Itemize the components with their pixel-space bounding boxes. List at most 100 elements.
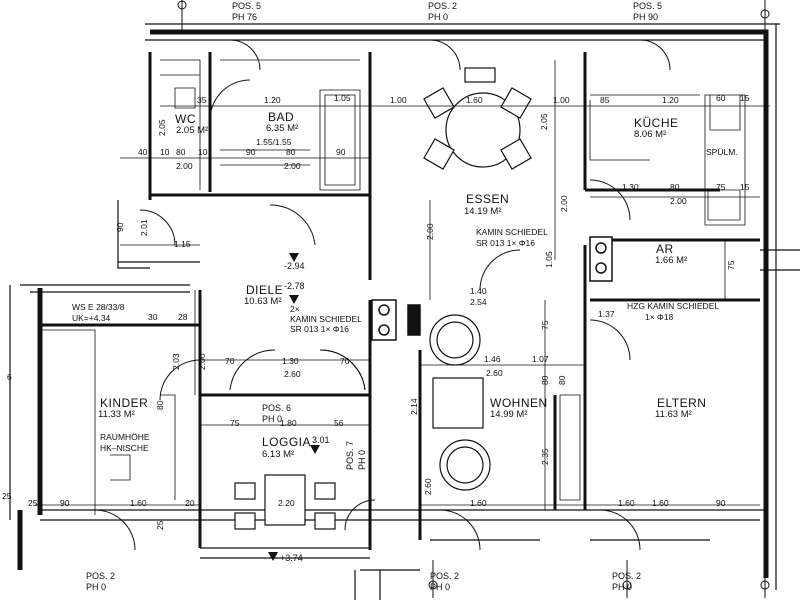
dim-label: 75 [726, 260, 736, 270]
ph-label-top-left: PH 76 [232, 12, 258, 22]
dim-label: 1.30 [282, 356, 299, 366]
dim-label: 80 [286, 147, 296, 157]
note-uk: UK=+4.34 [72, 313, 111, 323]
room-area-bad: 6.35 M² [266, 123, 299, 134]
room-name-essen: ESSEN [466, 192, 510, 206]
pos-label-loggia: POS. 6 [262, 403, 292, 413]
room-name-kueche: KÜCHE [634, 116, 679, 130]
dim-label: 2.05 [539, 113, 549, 130]
dim-label: 10 [160, 147, 170, 157]
level-278: -2.78 [284, 281, 305, 291]
ph-label-loggia: PH 0 [262, 414, 283, 424]
note-kamin-essen-2: SR 013 1× Φ16 [476, 238, 536, 248]
room-area-ar: 1.66 M² [655, 255, 688, 266]
dim-label: 1.15 [174, 239, 191, 249]
dimension-lines [35, 60, 770, 510]
dim-label: 15 [740, 182, 750, 192]
room-sub-bad: 1.55/1.55 [256, 137, 292, 147]
dim-label: 2.60 [486, 368, 503, 378]
room-name-ar: AR [656, 242, 674, 256]
dim-label: 1.60 [618, 498, 635, 508]
dim-label: 75 [540, 320, 550, 330]
dim-label: 1.30 [622, 182, 639, 192]
dim-label: 25 [28, 498, 38, 508]
dim-label: 80 [540, 375, 550, 385]
note-kamin-essen-1: KAMIN SCHIEDEL [476, 227, 548, 237]
dim-label: 1.05 [334, 93, 351, 103]
ph-label-bot-left: PH 0 [86, 582, 107, 592]
dim-label: 80 [670, 182, 680, 192]
dim-label: 2.00 [670, 196, 687, 206]
room-area-kinder: 11.33 M² [98, 409, 135, 420]
dim-label: 2.35 [540, 448, 550, 465]
dim-label: 70 [340, 356, 350, 366]
room-area-essen: 14.19 M² [464, 206, 502, 217]
dim-label: 1.37 [598, 309, 615, 319]
dim-label: 2.60 [423, 478, 433, 495]
living-set [429, 314, 491, 491]
dim-label: 2.14 [409, 398, 419, 415]
dim-label: 40 [138, 147, 148, 157]
dim-label: 2.00 [176, 161, 193, 171]
dim-label: 1.60 [652, 498, 669, 508]
dim-label: 90 [246, 147, 256, 157]
dim-label: 1.07 [532, 354, 549, 364]
dim-label: 75 [716, 182, 726, 192]
note-hk-nische: HK–NISCHE [100, 443, 149, 453]
dim-label: 2.03 [171, 353, 181, 370]
room-area-wohnen: 14.99 M² [490, 409, 528, 420]
dim-label: 56 [334, 418, 344, 428]
dim-label: 30 [148, 312, 158, 322]
dim-label: 2.01 [139, 219, 149, 236]
ph-label-top-right: PH 90 [633, 12, 659, 22]
dim-label: 25 [2, 491, 12, 501]
ph-label-door: PH 0 [357, 449, 367, 470]
pos-label-bot-left: POS. 2 [86, 571, 116, 581]
room-area-eltern: 11.63 M² [655, 409, 692, 420]
dim-label: 2.00 [284, 161, 301, 171]
room-name-kinder: KINDER [100, 396, 149, 410]
dim-label: 80 [155, 400, 165, 410]
dim-label: 1.80 [280, 418, 297, 428]
door-swings [94, 39, 671, 551]
outer-wall-lines [9, 23, 800, 600]
room-name-wohnen: WOHNEN [490, 396, 548, 410]
dim-label: 25 [155, 520, 165, 530]
dim-label: 1.60 [470, 498, 487, 508]
note-ws: WS E 28/33/8 [72, 302, 125, 312]
dim-label: 2.54 [470, 297, 487, 307]
dim-label: 80 [557, 375, 567, 385]
dim-label: 80 [176, 147, 186, 157]
dim-label: 1.05 [544, 251, 554, 268]
room-name-wc: WC [175, 112, 196, 126]
wall-hatch-lines [40, 59, 746, 515]
dim-label: 90 [60, 498, 70, 508]
dim-label: 2.05 [157, 119, 167, 136]
dim-label: 90 [336, 147, 346, 157]
pos-label-bot-mid: POS. 2 [430, 571, 460, 581]
dim-label: 6 [7, 372, 12, 382]
note-raumhoehe: RAUMHÖHE [100, 432, 150, 442]
dim-label: 10 [198, 147, 208, 157]
room-sub-kueche: SPÜLM. [706, 147, 738, 157]
ph-label-top-mid: PH 0 [428, 12, 449, 22]
dining-set [423, 67, 532, 170]
pos-label-door: POS. 7 [345, 440, 355, 470]
room-area-kueche: 8.06 M² [634, 129, 667, 140]
room-area-loggia: 6.13 M² [262, 449, 295, 460]
dim-label: 2.00 [197, 353, 207, 370]
dim-label: 90 [716, 498, 726, 508]
dim-label: 20 [185, 498, 195, 508]
level-374: +3.74 [280, 553, 303, 563]
dim-label: 90 [115, 222, 125, 232]
dim-label: 2.60 [284, 369, 301, 379]
room-name-eltern: ELTERN [657, 396, 707, 410]
ph-label-bot-mid: PH 0 [430, 582, 451, 592]
dim-label: 75 [230, 418, 240, 428]
level-301: 3.01 [312, 435, 330, 445]
dim-label: 1.00 [390, 95, 407, 105]
pos-label-top-mid: POS. 2 [428, 1, 458, 11]
note-kamin-diele-3: SR 013 1× Φ16 [290, 324, 350, 334]
dim-label: 1.60 [466, 95, 483, 105]
